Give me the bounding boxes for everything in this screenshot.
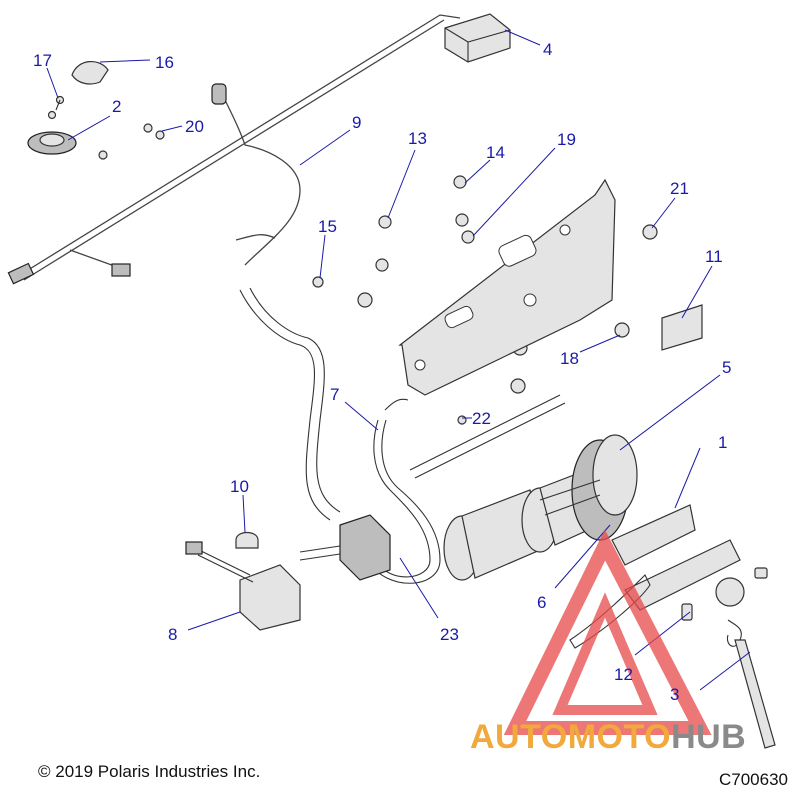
small-hardware bbox=[27, 61, 165, 160]
contactor-center bbox=[339, 514, 391, 581]
fairlead bbox=[611, 504, 696, 566]
mounting-plate bbox=[398, 178, 616, 396]
figure-code: C700630 bbox=[718, 770, 788, 789]
control-module bbox=[444, 13, 511, 63]
callout-9: 9 bbox=[352, 113, 361, 132]
warning-label bbox=[661, 304, 703, 351]
callout-16: 16 bbox=[155, 53, 174, 72]
callout-13: 13 bbox=[408, 129, 427, 148]
callout-3: 3 bbox=[670, 685, 679, 704]
callout-15: 15 bbox=[318, 217, 337, 236]
callout-17: 17 bbox=[33, 51, 52, 70]
watermark-triangle bbox=[503, 529, 712, 735]
leader-lines bbox=[46, 29, 751, 691]
callout-10: 10 bbox=[230, 477, 249, 496]
watermark-text: AUTOMOTOHUB bbox=[470, 718, 746, 757]
callout-22: 22 bbox=[472, 409, 491, 428]
callout-20: 20 bbox=[185, 117, 204, 136]
callout-8: 8 bbox=[168, 625, 177, 644]
wiring-harness bbox=[7, 14, 461, 285]
relay-assembly bbox=[185, 531, 301, 631]
callout-18: 18 bbox=[560, 349, 579, 368]
callout-11: 11 bbox=[705, 247, 723, 266]
callout-21: 21 bbox=[670, 179, 689, 198]
callout-19: 19 bbox=[557, 130, 576, 149]
hook-strap bbox=[681, 567, 776, 749]
watermark-part-b: HUB bbox=[671, 718, 747, 756]
copyright-notice: © 2019 Polaris Industries Inc. bbox=[38, 762, 261, 781]
bolts-group bbox=[312, 175, 658, 425]
callout-5: 5 bbox=[722, 358, 731, 377]
callout-23: 23 bbox=[440, 625, 459, 644]
callout-1: 1 bbox=[718, 433, 727, 452]
callout-14: 14 bbox=[486, 143, 505, 162]
callout-2: 2 bbox=[112, 97, 121, 116]
winch bbox=[443, 434, 638, 581]
callout-4: 4 bbox=[543, 40, 552, 59]
callout-7: 7 bbox=[330, 385, 339, 404]
callout-6: 6 bbox=[537, 593, 546, 612]
watermark-part-a: AUTOMOTO bbox=[470, 718, 672, 756]
callout-12: 12 bbox=[614, 665, 633, 684]
